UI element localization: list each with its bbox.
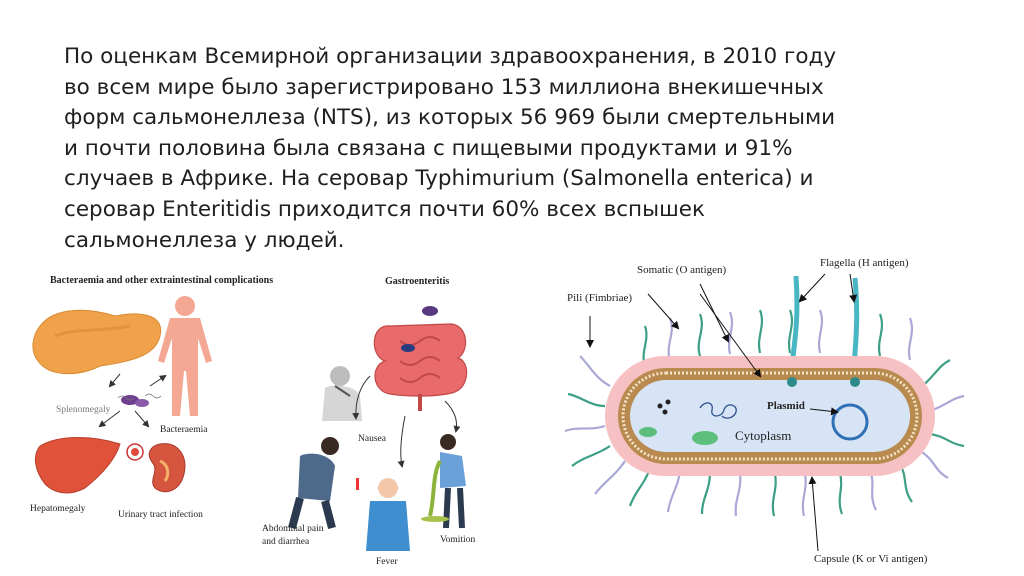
fever-person-icon <box>356 478 410 551</box>
infection-illustration <box>32 296 468 551</box>
bacteraemia-label: Bacteraemia <box>160 425 208 435</box>
bacterium-diagram <box>564 273 965 552</box>
plasmid-label: Plasmid <box>767 400 805 412</box>
spleen-organ-icon <box>32 309 162 375</box>
bacteraemia-section-title: Bacteraemia and other extraintestinal co… <box>50 275 274 286</box>
main-paragraph: По оценкам Всемирной организации здравоо… <box>64 42 964 256</box>
splenomegaly-label: Splenomegaly <box>56 405 111 415</box>
vomition-label: Vomition <box>440 535 476 545</box>
human-body-icon <box>158 296 212 416</box>
text-line-2: во всем мире было зарегистрировано 153 м… <box>64 74 824 100</box>
pili-label: Pili (Fimbriae) <box>567 292 633 304</box>
abdominal-pain-label-1: Abdominal pain <box>262 524 324 534</box>
gastroenteritis-section-title: Gastroenteritis <box>385 276 450 287</box>
text-line-3: форм сальмонеллеза (NTS), из которых 56 … <box>64 105 836 131</box>
vomiting-person-icon <box>421 434 466 529</box>
flagella-antigen-label: Flagella (H antigen) <box>820 257 909 269</box>
cytoplasm-label: Cytoplasm <box>735 428 792 443</box>
text-line-7: сальмонеллеза у людей. <box>64 227 345 253</box>
granule-icon <box>692 431 718 445</box>
text-line-4: и почти половина была связана с пищевыми… <box>64 135 793 161</box>
text-line-5: случаев в Африке. На серовар Typhimurium… <box>64 166 814 192</box>
granule-icon <box>639 427 657 437</box>
nausea-label: Nausea <box>358 434 386 444</box>
abdominal-pain-person-icon <box>288 437 339 530</box>
text-line-1: По оценкам Всемирной организации здравоо… <box>64 44 837 69</box>
fever-label: Fever <box>376 557 398 567</box>
text-line-6: серовар Enteritidis приходится почти 60%… <box>64 196 705 222</box>
abdominal-pain-label-2: and diarrhea <box>262 537 310 547</box>
plasmid-icon <box>831 403 869 441</box>
capsule-antigen-label: Capsule (K or Vi antigen) <box>814 553 928 565</box>
uti-label: Urinary tract infection <box>118 510 203 520</box>
somatic-antigen-label: Somatic (O antigen) <box>637 264 727 276</box>
nausea-person-icon <box>322 366 362 421</box>
hepatomegaly-label: Hepatomegaly <box>30 504 86 514</box>
bacteria-cluster-icon <box>117 393 162 407</box>
intestine-icon <box>373 306 468 411</box>
liver-icon <box>34 437 121 494</box>
nucleoid-icon <box>699 402 737 419</box>
